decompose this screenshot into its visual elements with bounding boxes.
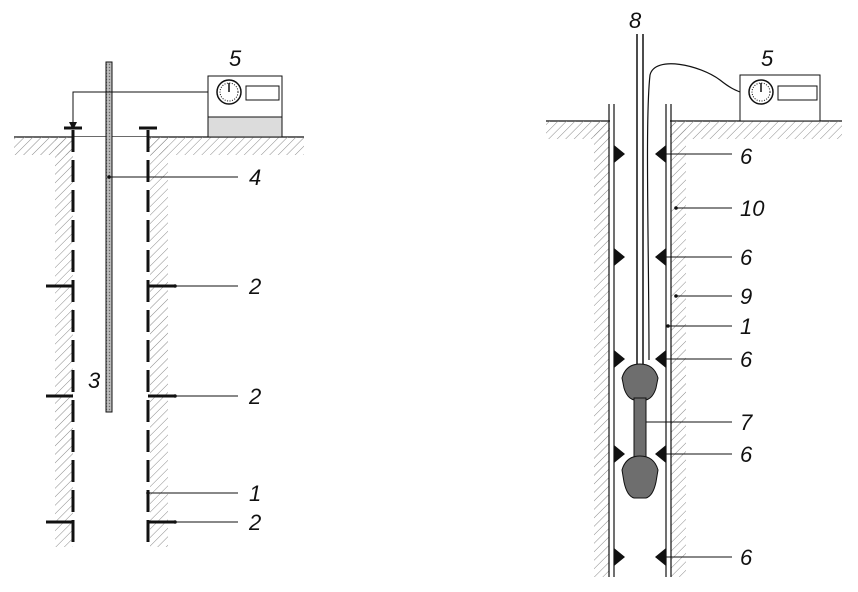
right-label-cable: 8 xyxy=(629,8,642,33)
right-sensors xyxy=(614,145,666,566)
right-ground-surface xyxy=(546,120,842,139)
left-measuring-rod xyxy=(105,61,113,413)
dial-gauge-icon xyxy=(748,79,774,105)
left-leaders xyxy=(107,175,238,524)
right-label-sensor-1: 6 xyxy=(740,144,753,169)
left-label-instrument: 5 xyxy=(229,46,242,71)
left-label-ring-middle: 2 xyxy=(248,384,261,409)
left-label-rod-bottom: 3 xyxy=(88,368,101,393)
left-label-ring-lower: 2 xyxy=(248,510,261,535)
right-label-sensor-2: 6 xyxy=(740,245,753,270)
right-leaders xyxy=(646,153,732,558)
left-label-rod: 4 xyxy=(249,165,261,190)
right-label-sensor-4: 6 xyxy=(740,442,753,467)
right-label-casing: 1 xyxy=(740,314,752,339)
right-label-sensor-5: 6 xyxy=(740,545,753,570)
dial-gauge-icon xyxy=(216,79,242,105)
left-diagram: 5 4 3 2 2 1 2 xyxy=(14,46,304,547)
left-borehole-walls xyxy=(55,137,168,547)
left-anchor-rings xyxy=(46,284,175,524)
left-label-ring-upper: 2 xyxy=(248,274,261,299)
right-label-instrument: 5 xyxy=(761,46,774,71)
right-diagram: 8 5 6 10 6 9 1 6 7 6 6 xyxy=(546,8,842,577)
right-borehole-walls xyxy=(594,104,686,577)
left-instrument xyxy=(207,75,283,138)
right-label-probe: 7 xyxy=(740,410,753,435)
right-label-sensor-3: 6 xyxy=(740,347,753,372)
right-label-fill: 10 xyxy=(740,196,765,221)
right-probe xyxy=(621,363,659,499)
left-cable xyxy=(69,91,208,130)
right-instrument-cable xyxy=(646,63,741,361)
left-label-casing: 1 xyxy=(249,481,261,506)
right-probe-cable xyxy=(636,34,644,364)
right-label-grout: 9 xyxy=(740,284,752,309)
right-instrument xyxy=(739,74,821,122)
